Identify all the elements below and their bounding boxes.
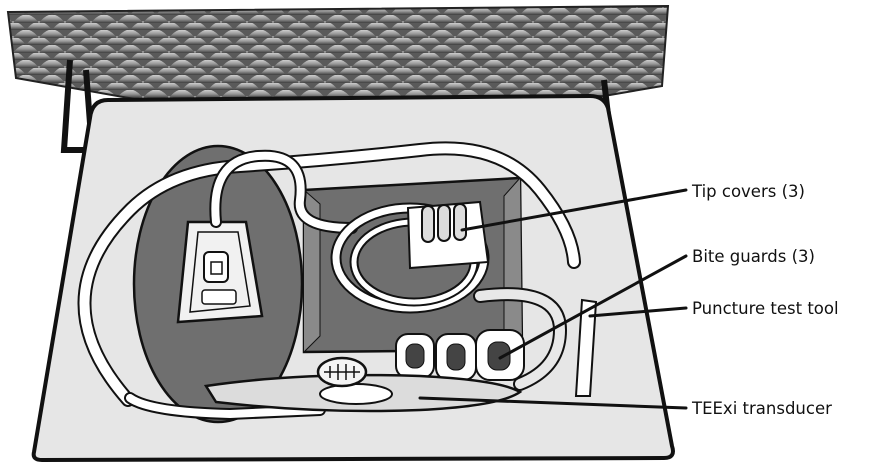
label-teexi-transducer: TEExi transducer	[692, 399, 832, 418]
leader-teexi-transducer	[418, 396, 688, 410]
leader-tip-covers	[460, 188, 688, 232]
leader-bite-guards	[498, 254, 688, 360]
callout-leaders	[418, 188, 688, 410]
teexi-transducer	[203, 356, 523, 413]
label-bite-guards: Bite guards (3)	[692, 247, 815, 266]
tip-covers	[406, 200, 490, 270]
leader-puncture-test-tool	[588, 306, 688, 318]
label-puncture-test-tool: Puncture test tool	[692, 299, 839, 318]
bite-guards	[395, 329, 525, 381]
puncture-test-tool	[574, 298, 598, 397]
label-tip-covers: Tip covers (3)	[692, 182, 805, 201]
lid-foam	[6, 4, 670, 102]
connector	[176, 220, 264, 324]
